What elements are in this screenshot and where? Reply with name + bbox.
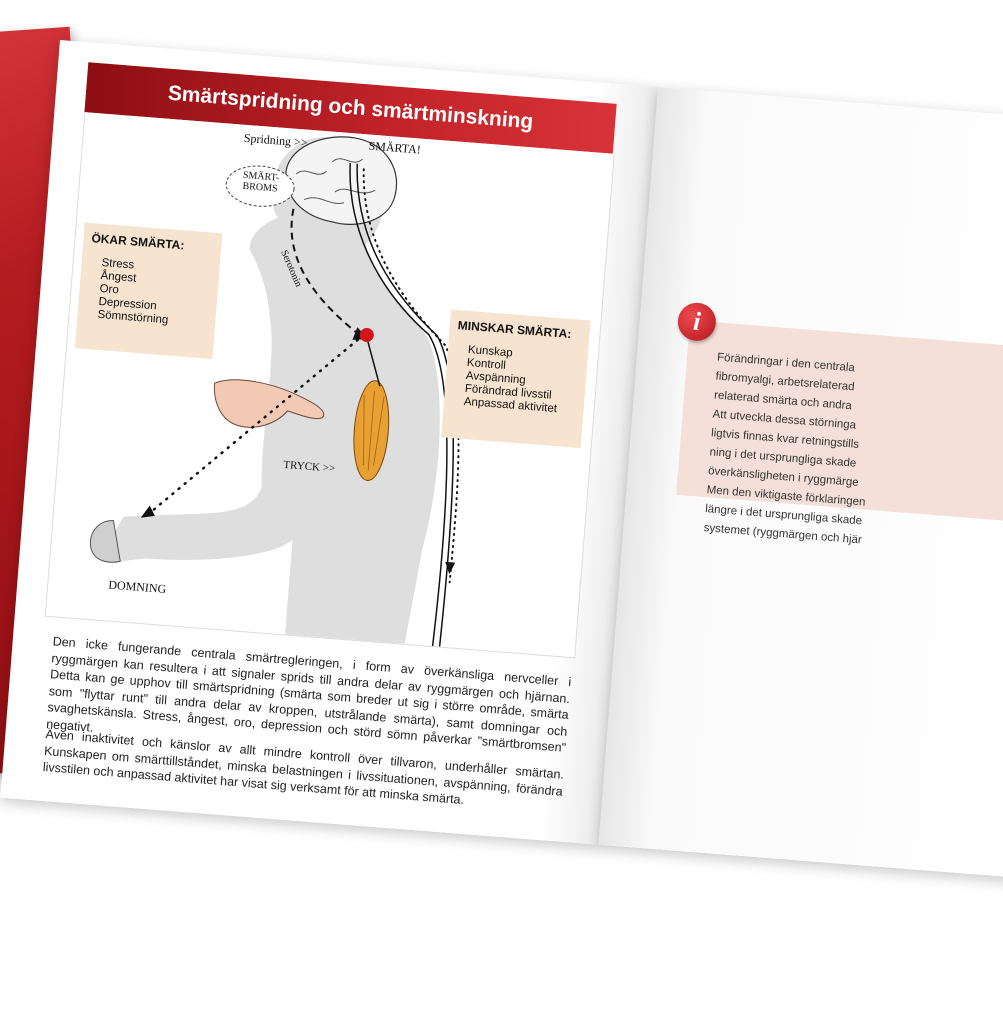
left-page: Smärtspridning och smärtminskning bbox=[0, 40, 658, 845]
info-text: Förändringar i den centrala fibromyalgi,… bbox=[703, 351, 1003, 572]
minskar-smarta-list: Kunskap Kontroll Avspänning Förändrad li… bbox=[443, 341, 588, 417]
okar-smarta-list: Stress Ångest Oro Depression Sömnstörnin… bbox=[77, 254, 220, 330]
booklet-spread: Smärtspridning och smärtminskning bbox=[0, 40, 1003, 879]
smart-broms-label: SMÄRT- BROMS bbox=[242, 170, 280, 195]
right-page: Förändringar i den centrala fibromyalgi,… bbox=[599, 87, 1003, 879]
pain-figure: Spridning >> SMÄRTA! SMÄRT- BROMS Seroto… bbox=[45, 112, 615, 658]
okar-smarta-box: ÖKAR SMÄRTA: Stress Ångest Oro Depressio… bbox=[75, 223, 222, 359]
minskar-smarta-box: MINSKAR SMÄRTA: Kunskap Kontroll Avspänn… bbox=[441, 310, 591, 449]
info-box: Förändringar i den centrala fibromyalgi,… bbox=[676, 320, 1003, 527]
